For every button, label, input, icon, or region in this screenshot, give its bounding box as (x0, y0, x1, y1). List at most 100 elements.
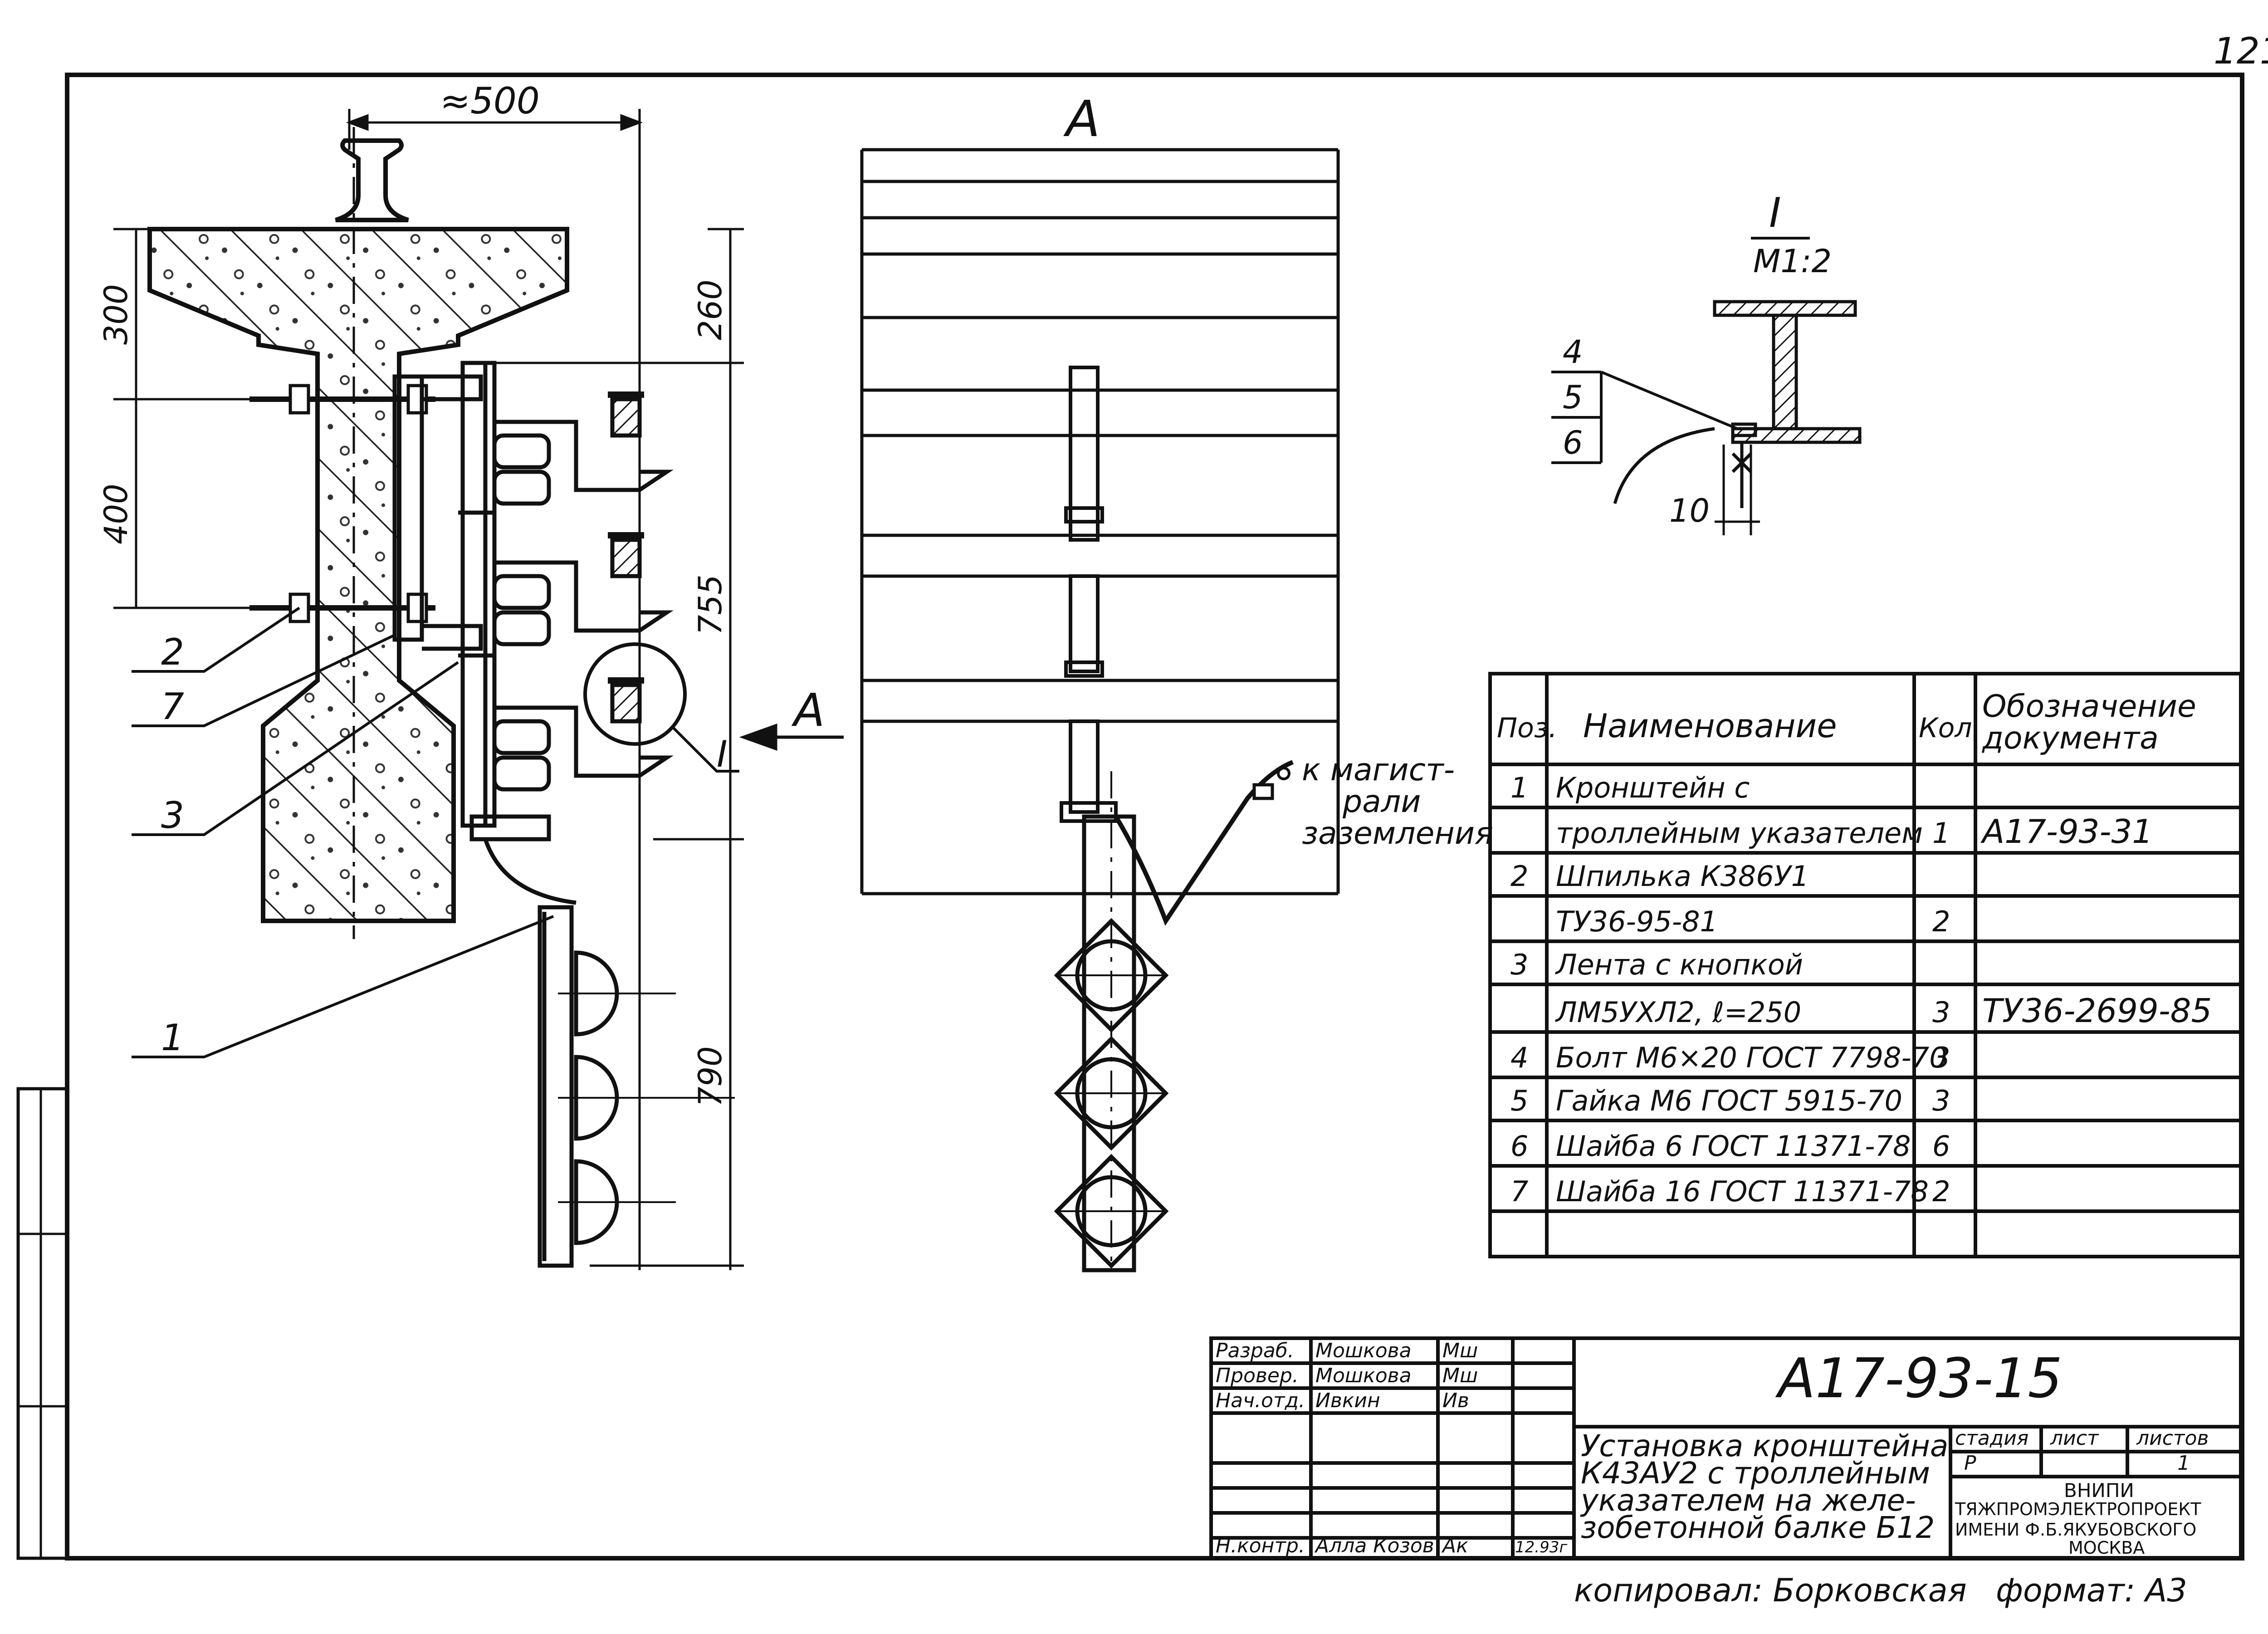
parts-cell-name: Болт М6×20 ГОСТ 7798-70 (1556, 1041, 1947, 1074)
org-line-2: ТЯЖПРОМЭЛЕКТРОПРОЕКТ (1955, 1499, 2201, 1519)
detail-i-ibeam (1713, 300, 1862, 444)
parts-cell-qty: 3 (1932, 1084, 1950, 1117)
trolley-indicator-side (469, 814, 619, 1268)
parts-cell-name: Шайба 16 ГОСТ 11371-78 (1556, 1175, 1929, 1208)
copied-by: копировал: Борковская (1574, 1572, 1967, 1609)
title-role-role: Нач.отд. (1216, 1389, 1305, 1412)
parts-cell-pos: 5 (1510, 1084, 1528, 1117)
callout-3: 3 (161, 794, 184, 837)
detail-i-callout-6: 6 (1563, 424, 1583, 461)
detail-i-scale: М1:2 (1753, 243, 1832, 280)
title-role-name: Мошкова (1315, 1364, 1412, 1387)
dim-260-label: 260 (692, 279, 729, 340)
th-name: Наименование (1583, 707, 1837, 745)
ground-note-line3: заземления (1302, 816, 1493, 851)
callout-leaders (132, 607, 554, 1058)
stage-value: Р (1964, 1452, 1976, 1475)
parts-cell-name: троллейным указателем (1556, 817, 1923, 850)
parts-cell-pos: 1 (1510, 771, 1528, 804)
dim-width-500 (346, 109, 643, 1270)
detail-i-callout-5: 5 (1563, 379, 1583, 416)
org-line-3: ИМЕНИ Ф.Б.ЯКУБОВСКОГО (1955, 1520, 2196, 1540)
view-a-hangers (1060, 366, 1118, 823)
parts-cell-qty: 3 (1932, 1041, 1950, 1074)
sheet-corner-number: 121 (2214, 30, 2268, 72)
stage-header: стадия (1955, 1427, 2028, 1450)
parts-cell-qty: 6 (1932, 1130, 1950, 1163)
callout-7: 7 (161, 685, 184, 728)
concrete-beam (147, 227, 569, 923)
drawing-title-2: К43АУ2 с троллейным (1581, 1456, 1930, 1491)
org-line-1: ВНИПИ (2064, 1479, 2134, 1502)
format-label: формат: А3 (1996, 1572, 2187, 1609)
detail-i-leader (670, 724, 739, 773)
callout-2: 2 (161, 631, 184, 673)
parts-cell-name: ТУ36-95-81 (1556, 905, 1718, 938)
detail-i-fasteners (1613, 422, 1757, 508)
left-margin-strip (16, 1087, 69, 1560)
ground-terminal (1277, 767, 1290, 780)
th-qty: Кол. (1919, 712, 1981, 744)
parts-cell-qty: 3 (1932, 996, 1950, 1029)
title-role-signature: Мш (1442, 1339, 1478, 1362)
trolley-hanger-3 (492, 677, 674, 792)
title-role-date: 12.93г (1515, 1538, 1568, 1556)
detail-i-dim-10-label: 10 (1669, 492, 1710, 529)
parts-cell-pos: 7 (1510, 1175, 1528, 1208)
drawing-title-1: Установка кронштейна (1581, 1429, 1948, 1463)
rail-profile (335, 138, 409, 222)
ground-lug (1252, 783, 1274, 800)
callout-1: 1 (161, 1017, 184, 1059)
view-a: A (860, 90, 1493, 1272)
dim-755-label: 755 (692, 574, 729, 635)
sheets-header: листов (2136, 1427, 2209, 1450)
view-a-beam-lines (860, 148, 1340, 895)
view-a-title: A (1063, 90, 1100, 148)
dim-400-label: 400 (98, 484, 135, 544)
detail-i-dim-10 (1715, 445, 1760, 535)
view-a-arrow (739, 724, 844, 751)
title-role-signature: Ив (1442, 1389, 1469, 1412)
sheet-header: лист (2050, 1427, 2099, 1450)
ground-cable (1114, 760, 1294, 926)
title-role-role: Разраб. (1216, 1339, 1294, 1362)
title-role-name: Мошкова (1315, 1339, 1412, 1362)
drawing-title-3: указателем на желе- (1580, 1483, 1916, 1518)
parts-cell-doc: А17-93-31 (1980, 812, 2153, 851)
trolley-hanger-2 (492, 532, 674, 646)
dim-790-label: 790 (692, 1046, 729, 1107)
dim-300-label: 300 (98, 284, 135, 345)
beam-section-view: ≈500 300 400 260 755 790 2 7 (98, 80, 844, 1270)
title-role-role: Провер. (1216, 1364, 1299, 1387)
parts-cell-pos: 4 (1510, 1041, 1528, 1074)
trolley-indicator-front (1054, 771, 1169, 1272)
title-role-signature: Мш (1442, 1364, 1478, 1387)
parts-cell-qty: 2 (1932, 1175, 1950, 1208)
trolley-hanger-1 (492, 391, 674, 506)
th-doc-1: Обозначение (1982, 689, 2196, 724)
parts-cell-pos: 3 (1510, 948, 1528, 981)
detail-i: I М1:2 4 5 6 10 (1551, 189, 1862, 535)
parts-table: Поз. Наименование Кол. Обозначение докум… (1488, 672, 2243, 1258)
detail-i-circle (583, 642, 687, 746)
dim-width-500-label: ≈500 (440, 80, 540, 122)
detail-i-title: I (1769, 189, 1781, 237)
view-a-marker: A (791, 684, 825, 737)
drawing-title-4: зобетонной балке Б12 (1581, 1510, 1935, 1545)
title-role-name: Алла Козов (1314, 1534, 1434, 1557)
parts-cell-pos: 2 (1510, 860, 1528, 893)
parts-cell-name: Шайба 6 ГОСТ 11371-78 (1556, 1130, 1911, 1163)
ground-note-line2: рали (1342, 784, 1421, 820)
sheets-value: 1 (2177, 1452, 2190, 1475)
dim-right-stack (481, 228, 744, 1270)
th-pos: Поз. (1497, 712, 1557, 744)
title-role-role: Н.контр. (1216, 1534, 1305, 1557)
parts-cell-name: Гайка М6 ГОСТ 5915-70 (1556, 1084, 1902, 1117)
parts-cell-name: Шпилька К386У1 (1556, 860, 1809, 893)
ground-note-line1: к магист- (1302, 752, 1455, 788)
dim-left-300-400 (113, 228, 254, 609)
